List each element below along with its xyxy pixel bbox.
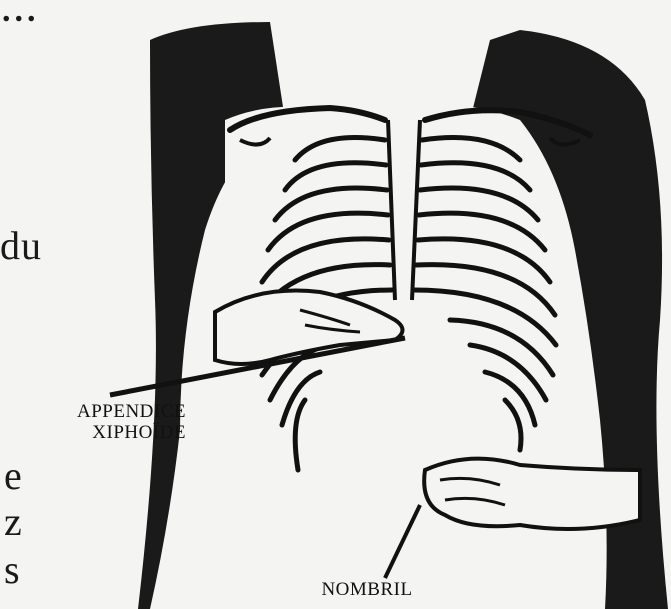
lower-hand [424,459,640,529]
xiphoid-caption: APPENDICE XIPHOÏDE [18,402,186,444]
xiphoid-caption-line2: XIPHOÏDE [18,423,186,444]
navel-caption: NOMBRIL [292,580,442,601]
xiphoid-caption-line1: APPENDICE [18,402,186,423]
